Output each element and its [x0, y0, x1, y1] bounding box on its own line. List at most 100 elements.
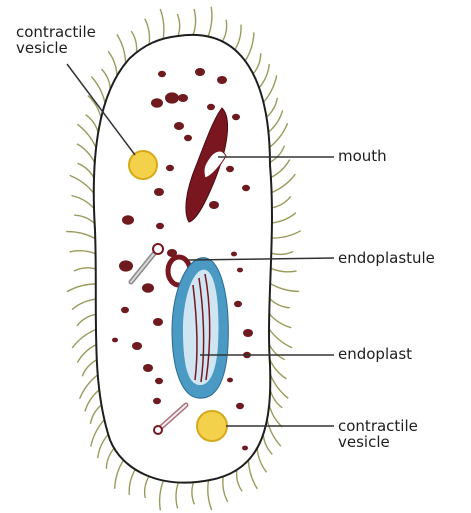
- cilium: [237, 470, 243, 491]
- cilium: [77, 144, 95, 163]
- contractile-vesicle-top: [129, 151, 157, 179]
- cilium: [248, 460, 257, 489]
- cilium: [272, 213, 296, 223]
- granule: [154, 188, 164, 196]
- granule: [155, 378, 163, 384]
- cilium: [270, 359, 287, 379]
- granule: [121, 307, 129, 313]
- granule: [234, 301, 242, 307]
- cilium: [269, 405, 282, 427]
- granule: [237, 268, 243, 273]
- granule: [165, 92, 179, 103]
- cilium: [192, 482, 195, 504]
- cilium: [106, 448, 114, 469]
- granule: [156, 223, 164, 229]
- cilium: [272, 174, 296, 192]
- cilium: [131, 31, 136, 52]
- cilium: [74, 215, 94, 223]
- granule: [232, 114, 240, 120]
- granule: [112, 338, 118, 343]
- cilium: [271, 252, 293, 255]
- contractile-vesicle-bottom: [197, 411, 227, 441]
- cilium: [269, 329, 292, 348]
- granule: [151, 98, 163, 108]
- cilium: [108, 51, 117, 75]
- cilium: [208, 480, 212, 510]
- granule: [184, 135, 192, 141]
- cilium: [272, 231, 301, 238]
- granule: [143, 364, 153, 372]
- label-endoplastule: endoplastule: [338, 250, 435, 266]
- cilium: [145, 19, 150, 45]
- cilium: [193, 9, 196, 35]
- label-contractile-vesicle-top: contractile vesicle: [16, 24, 96, 56]
- cilium: [177, 14, 179, 36]
- cilium: [270, 123, 288, 147]
- granule: [119, 260, 133, 271]
- label-contractile-vesicle-bottom: contractile vesicle: [338, 418, 418, 450]
- granule: [242, 446, 248, 451]
- cilium: [269, 314, 291, 328]
- cilium: [80, 375, 98, 399]
- cilium: [66, 232, 95, 239]
- cilium: [72, 299, 96, 309]
- cilium: [245, 32, 254, 61]
- granule: [132, 342, 142, 350]
- cilium: [223, 477, 228, 503]
- granule: [231, 252, 237, 257]
- cilium: [70, 175, 94, 193]
- cilium: [129, 470, 135, 495]
- cilium: [270, 146, 284, 163]
- cilium: [117, 34, 126, 63]
- cilium: [77, 345, 96, 363]
- cilium: [115, 460, 124, 489]
- cilium: [77, 124, 96, 148]
- granule: [178, 94, 188, 102]
- cilium: [208, 7, 212, 37]
- cilium: [269, 344, 285, 360]
- granule: [242, 185, 250, 191]
- cilium: [82, 360, 97, 377]
- cilium: [70, 251, 96, 254]
- granule: [209, 201, 219, 209]
- granule: [227, 378, 233, 383]
- cilium: [74, 268, 96, 271]
- granule: [142, 283, 154, 293]
- cilium: [222, 20, 226, 42]
- cilium: [271, 268, 297, 272]
- granule: [122, 215, 134, 225]
- cilium: [160, 481, 164, 511]
- granule: [158, 71, 166, 77]
- granule: [226, 166, 234, 172]
- granule: [195, 68, 205, 76]
- cilium: [271, 160, 290, 178]
- cilium: [266, 98, 277, 117]
- cilium: [270, 299, 290, 308]
- cilium: [145, 476, 149, 498]
- cilium: [263, 434, 272, 454]
- label-endoplast: endoplast: [338, 346, 412, 362]
- cilium: [67, 284, 96, 292]
- cilium: [270, 389, 282, 407]
- cilium: [77, 314, 96, 325]
- granule: [207, 104, 215, 110]
- cilium: [176, 482, 178, 508]
- label-mouth: mouth: [338, 148, 387, 164]
- cilium: [160, 9, 164, 39]
- cilium: [90, 405, 101, 424]
- cilium: [78, 163, 94, 178]
- granule: [153, 398, 161, 404]
- cilium: [102, 69, 111, 89]
- cilium: [235, 25, 241, 50]
- cilium: [98, 434, 109, 458]
- cilium: [72, 329, 96, 348]
- granule: [236, 403, 244, 409]
- cilium: [71, 196, 94, 209]
- granule: [243, 329, 253, 337]
- granule: [217, 76, 227, 84]
- cilium: [259, 64, 269, 88]
- cilium: [270, 284, 299, 292]
- cilium: [253, 53, 261, 74]
- cilium: [257, 448, 266, 472]
- cilium: [272, 196, 291, 207]
